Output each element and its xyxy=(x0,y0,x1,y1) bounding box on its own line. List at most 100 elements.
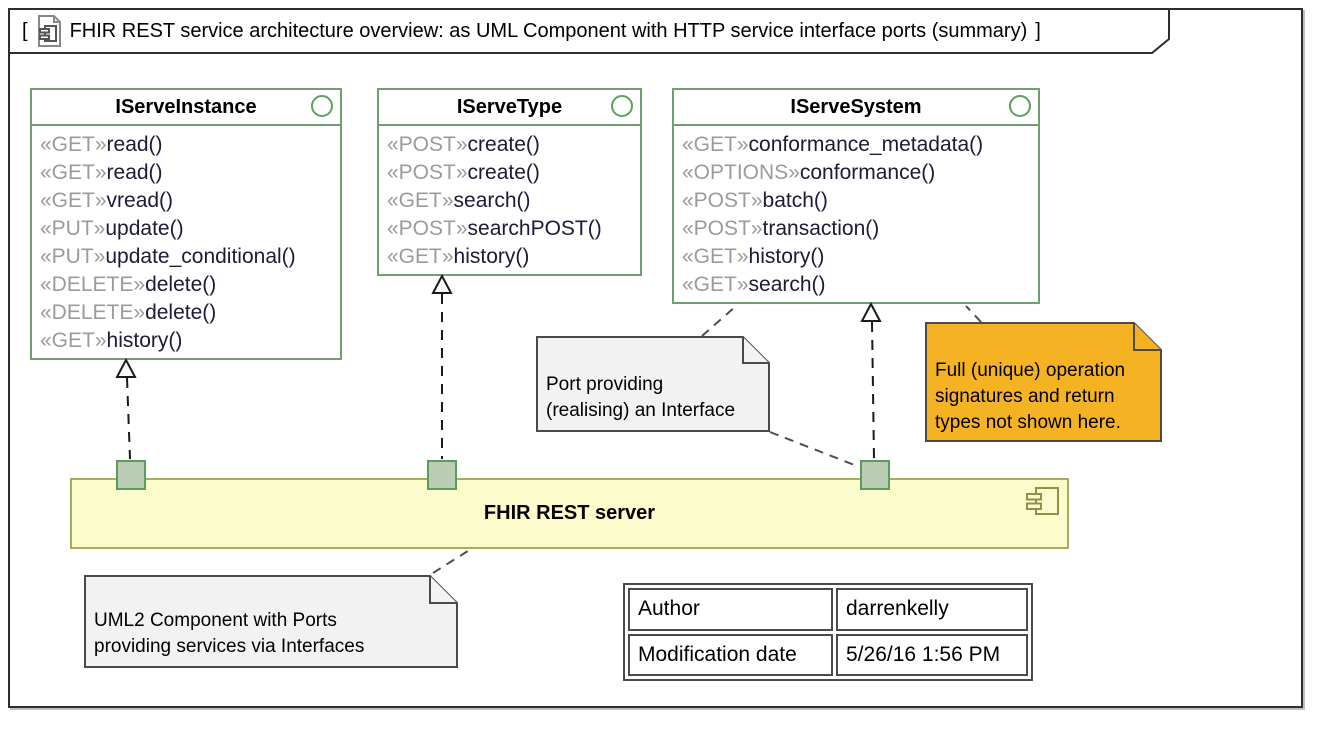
http-stereotype: «GET» xyxy=(387,245,454,268)
interface-name: IServeSystem xyxy=(790,95,922,118)
operation-row[interactable]: «DELETE»delete() xyxy=(40,299,332,327)
operation-row[interactable]: «GET»read() xyxy=(40,131,332,159)
note-fold-icon xyxy=(1133,323,1161,351)
operation-name: searchPOST() xyxy=(467,217,602,240)
table-cell-label: Modification date xyxy=(628,633,833,676)
operation-list: «GET»conformance_metadata() «OPTIONS»con… xyxy=(674,126,1038,305)
http-stereotype: «OPTIONS» xyxy=(682,161,800,184)
operation-row[interactable]: «GET»history() xyxy=(682,243,1030,271)
operation-row[interactable]: «GET»search() xyxy=(682,271,1030,299)
http-stereotype: «POST» xyxy=(387,217,468,240)
http-stereotype: «GET» xyxy=(682,245,749,268)
table-cell-label: Author xyxy=(628,588,833,631)
note-text: Port providing (realising) an Interface xyxy=(546,372,764,424)
operation-name: history() xyxy=(106,329,183,352)
http-stereotype: «GET» xyxy=(40,133,107,156)
operation-name: read() xyxy=(106,133,163,156)
interface-box-iservetype[interactable]: IServeType «POST»create() «POST»create()… xyxy=(377,88,642,276)
operation-row[interactable]: «POST»create() xyxy=(387,159,632,187)
http-stereotype: «PUT» xyxy=(40,245,106,268)
bracket-close: ] xyxy=(1035,19,1041,42)
http-stereotype: «GET» xyxy=(682,273,749,296)
http-stereotype: «POST» xyxy=(682,217,763,240)
operation-row[interactable]: «GET»read() xyxy=(40,159,332,187)
operation-name: conformance() xyxy=(799,161,936,184)
note-signatures[interactable]: Full (unique) operation signatures and re… xyxy=(925,322,1162,442)
diagram-title-tab[interactable] xyxy=(8,8,1172,56)
operation-name: search() xyxy=(748,273,826,296)
http-stereotype: «POST» xyxy=(387,161,468,184)
note-text: UML2 Component with Ports providing servi… xyxy=(94,608,452,660)
operation-row[interactable]: «OPTIONS»conformance() xyxy=(682,159,1030,187)
note-text-line: (realising) an Interface xyxy=(546,400,736,421)
operation-name: conformance_metadata() xyxy=(748,133,984,156)
http-stereotype: «PUT» xyxy=(40,217,106,240)
interface-name: IServeInstance xyxy=(115,95,257,118)
operation-row[interactable]: «GET»conformance_metadata() xyxy=(682,131,1030,159)
operation-list: «POST»create() «POST»create() «GET»searc… xyxy=(379,126,640,277)
http-stereotype: «DELETE» xyxy=(40,273,146,296)
component-diagram-icon xyxy=(37,15,61,47)
note-port-providing[interactable]: Port providing (realising) an Interface xyxy=(536,336,770,432)
operation-name: history() xyxy=(748,245,825,268)
http-stereotype: «GET» xyxy=(387,189,454,212)
table-cell-value: darrenkelly xyxy=(836,588,1028,631)
interface-circle-icon xyxy=(311,95,333,117)
diagram-title-text: FHIR REST service architecture overview:… xyxy=(69,19,1028,42)
operation-row[interactable]: «GET»vread() xyxy=(40,187,332,215)
note-uml2-component[interactable]: UML2 Component with Ports providing servi… xyxy=(84,575,458,668)
component-fhir-rest-server[interactable]: FHIR REST server xyxy=(70,478,1069,549)
table-cell-value: 5/26/16 1:56 PM xyxy=(836,633,1028,676)
component-label: FHIR REST server xyxy=(483,502,656,524)
http-stereotype: «GET» xyxy=(40,329,107,352)
operation-row[interactable]: «POST»transaction() xyxy=(682,215,1030,243)
operation-row[interactable]: «PUT»update_conditional() xyxy=(40,243,332,271)
operation-row[interactable]: «GET»history() xyxy=(387,243,632,271)
operation-row[interactable]: «POST»batch() xyxy=(682,187,1030,215)
interface-name: IServeType xyxy=(456,95,563,118)
interface-circle-icon xyxy=(1009,95,1031,117)
note-fold-icon xyxy=(742,337,769,364)
port-iserveinstance[interactable] xyxy=(116,460,146,490)
operation-row[interactable]: «GET»search() xyxy=(387,187,632,215)
interface-box-iserveinstance[interactable]: IServeInstance «GET»read() «GET»read() «… xyxy=(30,88,342,360)
http-stereotype: «GET» xyxy=(40,161,107,184)
note-fold-icon xyxy=(429,576,457,604)
operation-name: update() xyxy=(105,217,184,240)
operation-row[interactable]: «PUT»update() xyxy=(40,215,332,243)
diagram-title: [ FHIR REST service architecture overvie… xyxy=(22,15,1041,47)
bracket-open: [ xyxy=(22,19,28,42)
operation-name: read() xyxy=(106,161,163,184)
operation-name: batch() xyxy=(762,189,828,212)
port-iservetype[interactable] xyxy=(427,460,457,490)
http-stereotype: «POST» xyxy=(387,133,468,156)
note-text-line: Port providing xyxy=(546,374,664,395)
operation-name: vread() xyxy=(106,189,174,212)
http-stereotype: «POST» xyxy=(682,189,763,212)
note-text-line: Full (unique) operation xyxy=(935,360,1126,381)
operation-name: search() xyxy=(453,189,531,212)
operation-name: create() xyxy=(467,133,540,156)
info-table[interactable]: Author darrenkelly Modification date 5/2… xyxy=(623,583,1033,681)
operation-name: delete() xyxy=(145,273,217,296)
http-stereotype: «GET» xyxy=(682,133,749,156)
operation-name: create() xyxy=(467,161,540,184)
note-text-line: UML2 Component with Ports xyxy=(94,610,337,631)
component-icon xyxy=(1026,487,1059,515)
operation-row[interactable]: «POST»create() xyxy=(387,131,632,159)
operation-row[interactable]: «GET»history() xyxy=(40,327,332,355)
operation-row[interactable]: «POST»searchPOST() xyxy=(387,215,632,243)
note-text-line: types not shown here. xyxy=(935,412,1121,433)
http-stereotype: «GET» xyxy=(40,189,107,212)
http-stereotype: «DELETE» xyxy=(40,301,146,324)
interface-box-iservesystem[interactable]: IServeSystem «GET»conformance_metadata()… xyxy=(672,88,1040,304)
operation-name: update_conditional() xyxy=(105,245,296,268)
port-iservesystem[interactable] xyxy=(860,460,890,490)
operation-row[interactable]: «DELETE»delete() xyxy=(40,271,332,299)
note-text-line: providing services via Interfaces xyxy=(94,636,365,657)
interface-circle-icon xyxy=(611,95,633,117)
operation-name: history() xyxy=(453,245,530,268)
note-text-line: signatures and return xyxy=(935,386,1115,407)
operation-list: «GET»read() «GET»read() «GET»vread() «PU… xyxy=(32,126,340,361)
